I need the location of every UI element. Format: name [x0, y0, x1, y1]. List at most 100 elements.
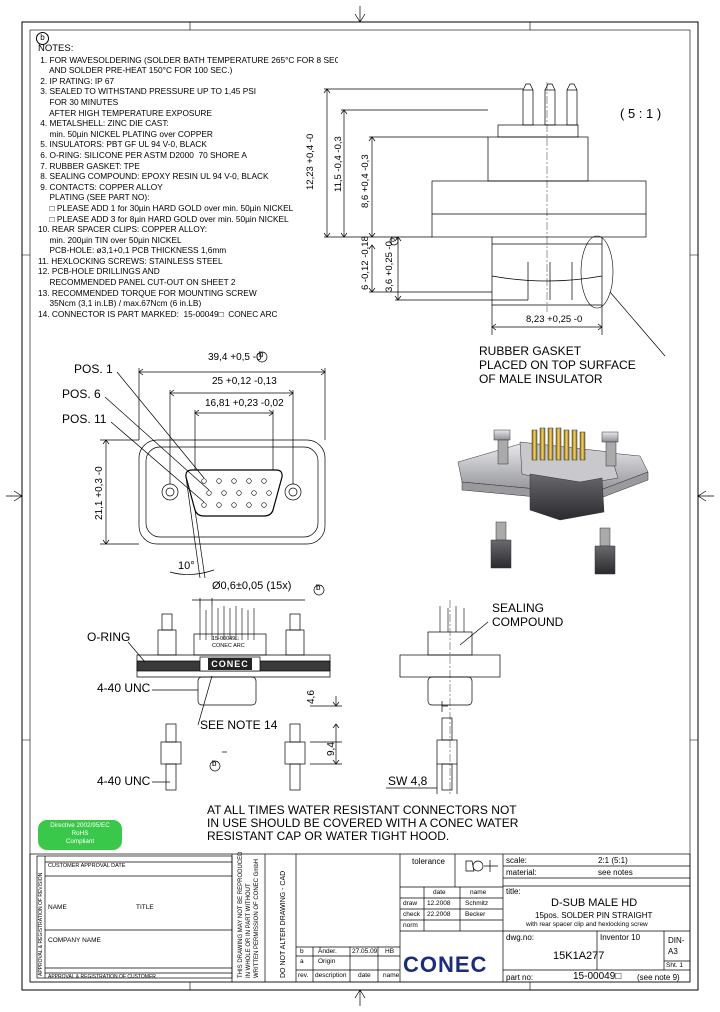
- notes-list: 1. FOR WAVESOLDERING (SOLDER BATH TEMPER…: [38, 55, 338, 320]
- name-col: name: [470, 889, 487, 896]
- date-header: date: [358, 972, 371, 979]
- approval-title: APPROVAL & REGISTRATION OF REVISION: [38, 872, 44, 976]
- notes-title: NOTES:: [38, 43, 74, 54]
- norm-label: norm: [403, 922, 418, 929]
- side-view-5-to-1: [323, 82, 666, 357]
- name-header: name: [383, 972, 400, 979]
- note-line: 35Ncm (3,1 in.LB) / max.67Ncm (6 in.LB): [38, 298, 202, 309]
- see-note-14-label: SEE NOTE 14: [200, 718, 278, 732]
- dim-25: 25 +0,12 -0,13: [212, 376, 277, 387]
- dim-9-4: 9,4: [326, 742, 337, 756]
- title-block-frame: [29, 853, 691, 983]
- compound-label: COMPOUND: [492, 615, 564, 629]
- note-line: 13. RECOMMENDED TORQUE FOR MOUNTING SCRE…: [38, 287, 257, 298]
- thread-label-bottom: 4-40 UNC: [97, 774, 151, 788]
- part-no-label: part no:: [506, 973, 534, 982]
- part-no-note: (see note 9): [637, 973, 680, 982]
- dim-12-23: 12,23 +0,4 -0: [305, 133, 316, 190]
- check-name: Becker: [465, 911, 486, 918]
- material-label: material:: [506, 868, 537, 877]
- note-line: min. 50µin NICKEL PLATING over COPPER: [38, 128, 213, 139]
- connector-logo: CONEC: [208, 658, 252, 670]
- pos-6-label: POS. 6: [62, 387, 101, 401]
- inventor-label: Inventor 10: [600, 933, 641, 942]
- part-mark: 15-00049□ CONEC ARC: [212, 636, 245, 649]
- scale-label: ( 5 : 1 ): [620, 106, 662, 121]
- pin-diameter-dim: Ø0,6±0,05 (15x): [212, 580, 292, 592]
- conec-logo: CONEC: [403, 952, 488, 977]
- note-line: 5. INSULATORS: PBT GF UL 94 V-0, BLACK: [38, 139, 207, 150]
- note-line: 4. METALSHELL: ZINC DIE CAST:: [38, 118, 169, 129]
- copyright-note-1: THIS DRAWING MAY NOT BE REPRODUCED: [238, 851, 244, 978]
- date-col: date: [433, 889, 446, 896]
- copyright-note-2: IN WHOLE OR IN PART WITHOUT: [246, 883, 252, 978]
- connector-3d-render: [457, 427, 649, 575]
- note-line: 11. HEXLOCKING SCREWS: STAINLESS STEEL: [38, 255, 223, 266]
- note-line: 7. RUBBER GASKET: TPE: [38, 160, 140, 171]
- note-line: 12. PCB-HOLE DRILLINGS AND: [38, 266, 160, 277]
- sheet-number: Sht. 1: [666, 962, 683, 969]
- note-line: □ PLEASE ADD 3 for 8µin HARD GOLD over m…: [38, 213, 289, 224]
- description-header: description: [315, 972, 347, 979]
- note-line: □ PLEASE ADD 1 for 30µin HARD GOLD over …: [38, 202, 294, 213]
- title-sub1: 15pos. SOLDER PIN STRAIGHT: [535, 911, 653, 920]
- rev-b-desc: Änder.: [318, 948, 337, 955]
- check-date: 22.2008: [427, 911, 451, 918]
- pos-11-label: POS. 11: [62, 412, 107, 426]
- note-line: 8. SEALING COMPOUND: EPOXY RESIN UL 94 V…: [38, 171, 269, 182]
- dim-3-6: 3,6 +0,25 -0: [384, 241, 395, 292]
- note-line: min. 200µin TIN over 50µin NICKEL: [38, 234, 182, 245]
- dim-16-81: 16,81 +0,23 -0,02: [205, 398, 284, 409]
- draw-label: draw: [403, 900, 418, 907]
- dim-39-4: 39,4 +0,5 -0: [208, 352, 262, 363]
- lower-end-view: [386, 600, 501, 796]
- title-sub2: with rear spacer clip and hexlocking scr…: [526, 921, 648, 928]
- note-line: PCB-HOLE: ø3,1+0,1 PCB THICKNESS 1,6mm: [38, 245, 227, 256]
- note-line: AND SOLDER PRE-HEAT 150°C FOR 100 SEC.): [38, 65, 233, 76]
- side-rev-marker: b: [391, 237, 395, 244]
- part-no-value: 15-00049□: [573, 971, 622, 982]
- title-label: title:: [506, 887, 521, 896]
- o-ring-label: O-RING: [87, 630, 131, 644]
- rev-b-name: HB: [385, 948, 395, 955]
- note-line: 10. REAR SPACER CLIPS: COPPER ALLOY:: [38, 224, 208, 235]
- sealing-label: SEALING: [492, 601, 545, 615]
- note-line: PLATING (SEE PART NO):: [38, 192, 150, 203]
- front-view: [100, 351, 326, 579]
- dim-8-23: 8,23 +0,25 -0: [526, 314, 583, 325]
- rubber-gasket-callout: RUBBER GASKET PLACED ON TOP SURFACE OF M…: [479, 344, 636, 386]
- pin-array: [201, 478, 272, 508]
- note-line: 6. O-RING: SILICONE PER ASTM D2000 70 SH…: [38, 149, 247, 160]
- rev-b: b: [300, 948, 304, 955]
- check-label: check: [403, 911, 420, 918]
- front-rev-marker: b: [259, 350, 264, 359]
- approval-title-field: TITLE: [136, 904, 154, 911]
- dim-21-1: 21,1 +0,3 -0: [94, 466, 105, 520]
- scale-field-label: scale:: [506, 856, 527, 865]
- notes-block: b NOTES: 1. FOR WAVESOLDERING (SOLDER BA…: [36, 32, 338, 320]
- screw-rev-marker: b: [212, 759, 217, 768]
- approval-customer: APPROVAL & REGISTRATION OF CUSTOMER: [48, 974, 156, 980]
- dim-angle: 10°: [178, 560, 195, 572]
- notes-revision-marker: b: [36, 32, 49, 45]
- pos-1-label: POS. 1: [74, 362, 113, 376]
- note-line: 3. SEALED TO WITHSTAND PRESSURE UP TO 1,…: [38, 86, 257, 97]
- rev-a-desc: Origin: [318, 958, 336, 965]
- dim-4-6: 4,6: [306, 690, 317, 704]
- rev-b-date: 27.05.09: [352, 948, 378, 955]
- draw-date: 12.2008: [427, 900, 451, 907]
- rohs-badge: Directive 2002/95/EC RoHS Compliant: [38, 820, 122, 850]
- dim-8-6: 8,6 +0,4 -0,3: [360, 154, 371, 208]
- rev-a: a: [300, 958, 304, 965]
- title-main: D-SUB MALE HD: [551, 897, 638, 909]
- note-line: 9. CONTACTS: COPPER ALLOY: [38, 181, 163, 192]
- tolerance-label: tolerance: [412, 857, 445, 866]
- dwg-number: 15K1A277: [553, 950, 605, 962]
- material-value: see notes: [598, 868, 633, 877]
- note-line: RECOMMENDED PANEL CUT-OUT ON SHEET 2: [38, 277, 236, 288]
- note-line: 14. CONNECTOR IS PART MARKED: 15-00049□ …: [38, 308, 278, 319]
- rev-header: rev.: [298, 972, 309, 979]
- draw-name: Schmitz: [465, 900, 489, 907]
- din-format: DIN-A3: [668, 936, 685, 956]
- thread-label-top: 4-40 UNC: [97, 681, 151, 695]
